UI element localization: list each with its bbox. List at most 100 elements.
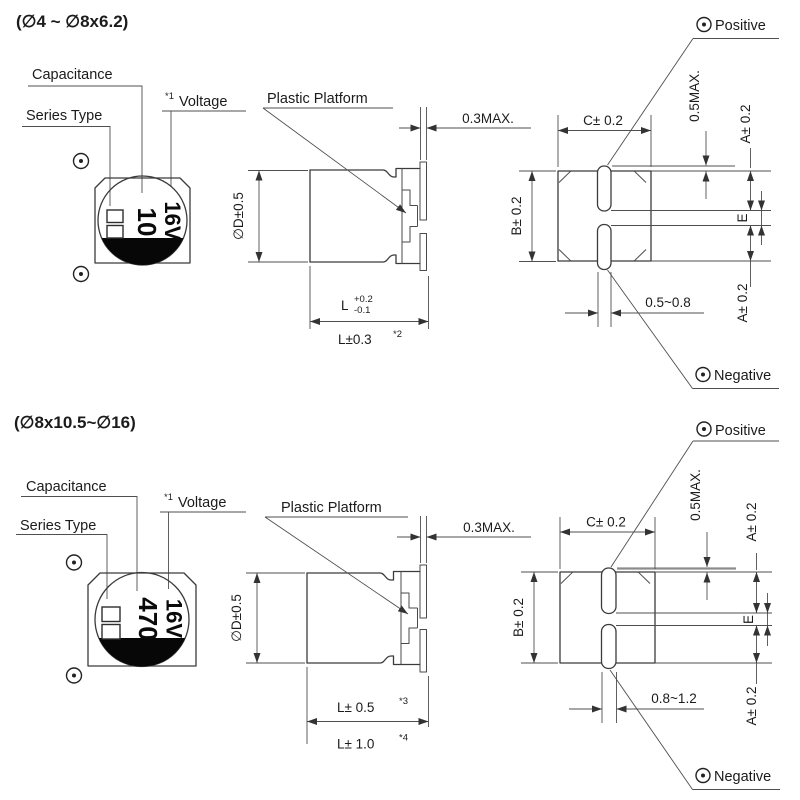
can-outline-top	[309, 167, 421, 178]
series-marking-square	[101, 623, 121, 640]
voltage-footnote: *1	[164, 492, 173, 503]
figure-small-sizes: (∅4 ~ ∅8x6.2) Capacitance Series Type *1…	[16, 12, 779, 389]
polarity-stripe-segment	[98, 638, 186, 667]
e-dim-text: E	[735, 213, 750, 222]
length-alt-footnote: *4	[399, 733, 408, 744]
plastic-platform-steps	[401, 168, 418, 264]
positive-polarity-icon	[696, 421, 712, 437]
negative-leader-line	[609, 669, 780, 790]
polarity-stripe-segment	[101, 238, 184, 265]
lead-upper	[419, 161, 427, 221]
plastic-platform-callout: Plastic Platform	[264, 500, 409, 615]
dim-diameter: ∅D±0.5	[229, 572, 305, 664]
protrusion-dim-text: 0.5MAX.	[687, 70, 702, 122]
a-bottom-dim-text: A± 0.2	[744, 687, 759, 726]
series-type-leader-line	[22, 126, 111, 206]
positive-terminal-pad	[596, 165, 612, 212]
top-view: 10 16V	[72, 152, 191, 283]
length-footnote: *3	[399, 696, 408, 707]
plastic-platform-callout: Plastic Platform	[262, 91, 407, 214]
capacitance-label: Capacitance	[32, 67, 113, 83]
top-view-outline	[87, 572, 197, 667]
corner-chamfer-lines	[560, 571, 651, 584]
positive-terminal-pad	[600, 567, 617, 615]
figure-title: (∅8x10.5~∅16)	[14, 413, 136, 432]
capacitance-marking: 10	[132, 208, 162, 237]
c-dim-text: C± 0.2	[586, 515, 626, 530]
marking-labels: Capacitance Series Type *1 Voltage	[22, 67, 246, 206]
side-view	[306, 564, 427, 673]
dim-protrusion: 0.5MAX.	[687, 70, 710, 199]
marking-labels: Capacitance Series Type *1 Voltage	[16, 479, 246, 599]
length-alt-footnote: *2	[393, 329, 402, 340]
length-alt-dim-text: L± 1.0	[337, 737, 374, 752]
lead-lower	[419, 629, 427, 673]
series-type-label: Series Type	[20, 518, 96, 534]
dim-length: L +0.2 -0.1 L±0.3 *2	[309, 266, 429, 347]
series-marking-square	[101, 606, 121, 623]
figure-title: (∅4 ~ ∅8x6.2)	[16, 12, 128, 31]
positive-callout: Positive	[610, 421, 779, 568]
voltage-marking: 16V	[162, 599, 187, 638]
c-dim-text: C± 0.2	[583, 113, 623, 128]
bottom-view	[557, 165, 735, 271]
b-dim-text: B± 0.2	[509, 197, 524, 236]
e-dim-text: E	[741, 615, 756, 624]
diameter-dim-text: ∅D±0.5	[229, 594, 244, 642]
can-outline-bottom	[306, 655, 421, 666]
positive-polarity-icon	[696, 16, 712, 33]
dim-diameter: ∅D±0.5	[231, 170, 308, 263]
negative-polarity-icon	[695, 767, 711, 784]
voltage-leader-line	[160, 511, 246, 589]
negative-terminal-pad	[600, 623, 617, 670]
polarity-marker-icon	[72, 265, 90, 283]
voltage-marking: 16V	[160, 201, 185, 240]
voltage-leader-line	[162, 110, 246, 187]
negative-label: Negative	[714, 368, 771, 384]
plastic-platform-steps	[400, 571, 418, 665]
plastic-platform-arrow	[262, 107, 407, 214]
dim-c: C± 0.2	[559, 515, 656, 569]
dim-platform-gap: 0.3MAX.	[397, 516, 531, 563]
dim-length: L± 0.5 *3 L± 1.0 *4	[306, 667, 429, 752]
plastic-platform-arrow	[264, 516, 409, 615]
negative-leader-line	[607, 269, 779, 389]
platform-gap-dim-text: 0.3MAX.	[463, 520, 515, 535]
side-view	[309, 161, 427, 271]
b-dim-text: B± 0.2	[511, 598, 526, 637]
capacitance-label: Capacitance	[26, 479, 107, 495]
polarity-marker-icon	[72, 152, 90, 170]
plastic-platform-label: Plastic Platform	[281, 500, 382, 516]
voltage-label: Voltage	[178, 495, 226, 511]
capacitor-can-circle	[97, 175, 188, 266]
lead-lower	[419, 233, 427, 271]
negative-polarity-icon	[695, 366, 711, 383]
diameter-dim-text: ∅D±0.5	[231, 192, 246, 240]
positive-label: Positive	[715, 423, 766, 439]
series-type-leader-line	[16, 534, 108, 599]
polarity-marker-icon	[65, 554, 83, 571]
length-upper-tolerance: +0.2	[354, 294, 373, 305]
length-lower-tolerance: -0.1	[354, 305, 370, 316]
lead-width-dim-text: 0.5~0.8	[645, 295, 690, 310]
negative-terminal-pad	[596, 223, 612, 271]
dim-b: B± 0.2	[509, 170, 556, 262]
voltage-label: Voltage	[179, 94, 227, 110]
length-alt-dim-text: L±0.3	[338, 332, 372, 347]
can-outline-top	[306, 570, 421, 581]
figure-large-sizes: (∅8x10.5~∅16) Capacitance Series Type *1…	[14, 413, 780, 790]
negative-callout: Negative	[609, 669, 780, 790]
length-dim-text: L	[341, 298, 349, 313]
negative-callout: Negative	[607, 269, 779, 389]
series-marking-square	[106, 224, 124, 239]
dim-c: C± 0.2	[557, 113, 652, 167]
polarity-marker-icon	[65, 667, 83, 684]
capacitor-can-circle	[94, 571, 190, 668]
series-type-label: Series Type	[26, 108, 102, 124]
series-marking-square	[106, 209, 124, 224]
a-bottom-dim-text: A± 0.2	[735, 284, 750, 323]
negative-label: Negative	[714, 769, 771, 785]
capacitance-marking: 470	[133, 597, 163, 640]
a-top-dim-text: A± 0.2	[744, 503, 759, 542]
